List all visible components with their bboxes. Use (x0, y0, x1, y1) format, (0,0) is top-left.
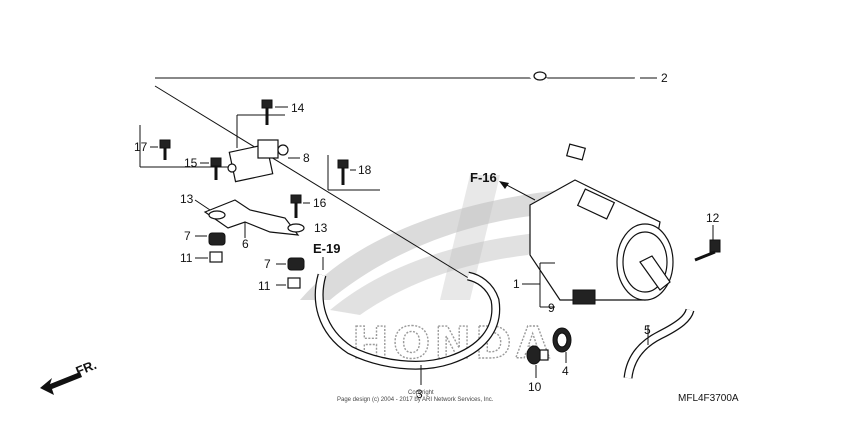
diagram-code: MFL4F3700A (678, 393, 739, 404)
grommet-7a (195, 232, 226, 246)
callout-18: 18 (358, 163, 372, 177)
washer-13b (287, 223, 305, 233)
callout-11b: 11 (258, 279, 271, 293)
bracket-6 (203, 199, 300, 238)
callout-7b: 7 (264, 257, 271, 271)
callout-2: 2 (661, 71, 668, 85)
washer-13a (194, 199, 226, 220)
callout-15: 15 (184, 156, 198, 170)
callout-11a: 11 (180, 251, 193, 265)
callout-9: 9 (548, 301, 555, 315)
callout-10: 10 (528, 380, 542, 394)
callout-7a: 7 (184, 229, 191, 243)
solenoid-valve-8 (227, 139, 300, 183)
tube-5 (623, 308, 695, 379)
callout-4: 4 (562, 364, 569, 378)
direction-label: FR. (74, 357, 99, 379)
bolt-16 (290, 194, 310, 218)
callout-13a: 13 (180, 192, 194, 206)
grommet-7b (276, 257, 305, 271)
bolt-12 (694, 225, 721, 262)
callout-13b: 13 (314, 221, 328, 235)
ref-label-e19: E-19 (313, 241, 340, 256)
honda-wing-watermark (300, 175, 560, 315)
callout-8: 8 (303, 151, 310, 165)
bolt-18 (337, 159, 356, 185)
callout-16: 16 (313, 196, 327, 210)
copyright-line-1: Copyright (408, 390, 434, 396)
collar-11a (195, 251, 223, 263)
callout-1: 1 (513, 277, 520, 291)
tube-2 (511, 27, 657, 161)
forward-arrow-icon (40, 372, 82, 395)
callout-14: 14 (291, 101, 305, 115)
copyright-line-2: Page design (c) 2004 - 2017 by ARI Netwo… (337, 397, 494, 403)
plug-9 (572, 289, 596, 305)
callout-12: 12 (706, 211, 720, 225)
cap-10 (526, 345, 549, 378)
canister-1 (522, 179, 674, 308)
bolt-14 (261, 99, 288, 125)
callout-5: 5 (644, 323, 651, 337)
callout-3: 3 (416, 387, 423, 401)
filter-4 (552, 327, 572, 363)
collar-11b (276, 277, 301, 289)
frame-lines (139, 77, 650, 283)
ref-arrow-f16 (499, 181, 536, 201)
bolt-15 (200, 157, 222, 180)
callout-6: 6 (242, 237, 249, 251)
ref-label-f16: F-16 (470, 170, 497, 185)
bolt-17 (150, 139, 171, 160)
callout-17: 17 (134, 140, 148, 154)
